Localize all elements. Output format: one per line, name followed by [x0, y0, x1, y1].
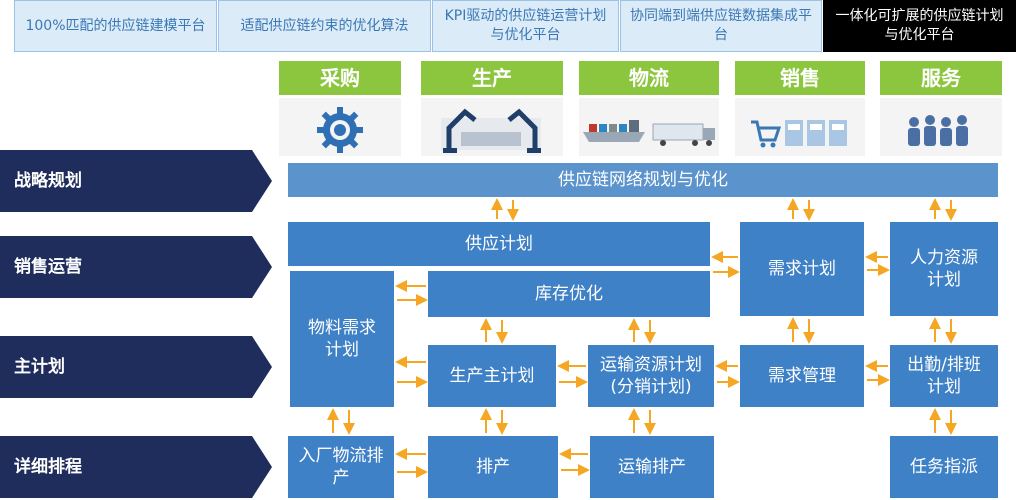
tab-integrated-platform[interactable]: 一体化可扩展的供应链计划与优化平台 — [823, 0, 1016, 52]
box-inventory-optimization: 库存优化 — [428, 271, 710, 317]
box-network-planning: 供应链网络规划与优化 — [288, 163, 998, 197]
box-demand-plan: 需求计划 — [740, 222, 864, 316]
category-procurement: 采购 — [279, 61, 401, 95]
row-label: 战略规划 — [14, 171, 82, 191]
category-production: 生产 — [421, 61, 563, 95]
box-material-requirements: 物料需求计划 — [290, 271, 394, 407]
tab-modeling-platform[interactable]: 100%匹配的供应链建模平台 — [14, 0, 217, 52]
tab-label: 100%匹配的供应链建模平台 — [25, 17, 206, 34]
box-task-assignment: 任务指派 — [890, 436, 998, 498]
shopping-cart-store-icon — [735, 98, 865, 156]
row-label: 销售运营 — [14, 257, 82, 277]
row-sales-operations: 销售运营 — [0, 236, 272, 298]
tab-label: 协同端到端供应链数据集成平台 — [630, 8, 812, 43]
box-master-production-schedule: 生产主计划 — [428, 345, 556, 407]
category-logistics: 物流 — [579, 61, 719, 95]
box-demand-management: 需求管理 — [740, 345, 864, 407]
box-scheduling: 排产 — [428, 436, 558, 498]
ship-truck-icon — [579, 98, 719, 156]
box-attendance-shift-plan: 出勤/排班计划 — [890, 345, 998, 407]
tab-kpi-platform[interactable]: KPI驱动的供应链运营计划与优化平台 — [432, 0, 619, 52]
box-transport-scheduling: 运输排产 — [590, 436, 714, 498]
robot-arm-icon — [421, 98, 563, 156]
tab-label: KPI驱动的供应链运营计划与优化平台 — [444, 8, 607, 43]
box-supply-plan: 供应计划 — [288, 222, 710, 266]
category-service: 服务 — [880, 61, 1002, 95]
row-label: 主计划 — [14, 357, 65, 377]
tab-data-integration[interactable]: 协同端到端供应链数据集成平台 — [620, 0, 822, 52]
row-strategic-planning: 战略规划 — [0, 150, 272, 212]
gear-icon — [279, 98, 401, 156]
tab-label: 一体化可扩展的供应链计划与优化平台 — [835, 8, 1004, 43]
row-master-planning: 主计划 — [0, 336, 272, 398]
people-icon — [880, 98, 1002, 156]
tab-optimization-algorithm[interactable]: 适配供应链约束的优化算法 — [218, 0, 431, 52]
box-transport-resource-plan: 运输资源计划(分销计划) — [588, 345, 714, 407]
tab-label: 适配供应链约束的优化算法 — [240, 17, 409, 34]
box-inbound-logistics-scheduling: 入厂物流排产 — [288, 436, 394, 498]
row-detailed-scheduling: 详细排程 — [0, 436, 272, 498]
box-hr-plan: 人力资源计划 — [890, 222, 998, 316]
row-label: 详细排程 — [14, 457, 82, 477]
category-sales: 销售 — [735, 61, 865, 95]
